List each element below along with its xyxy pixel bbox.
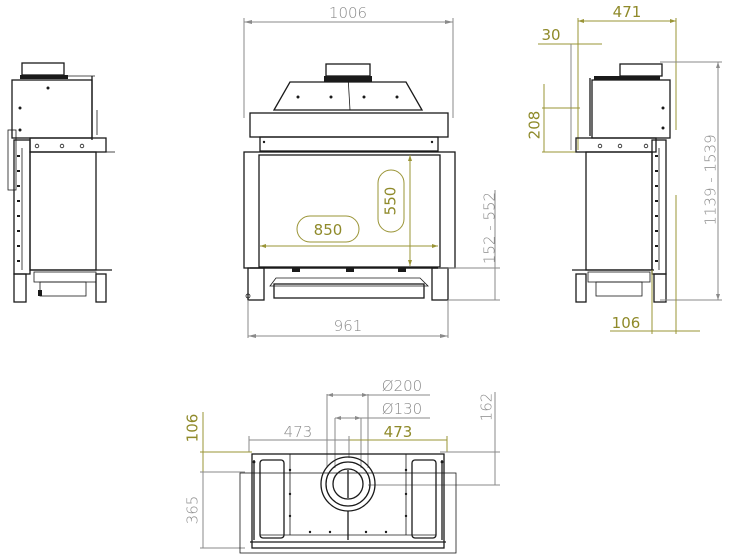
half-width-right-label: 473 bbox=[384, 423, 413, 441]
top-offset-height-label: 208 bbox=[526, 111, 544, 140]
flue-inner-diameter-label: Ø130 bbox=[382, 400, 422, 418]
offset-top-label: 30 bbox=[541, 26, 560, 44]
overall-width-label: 1006 bbox=[329, 4, 367, 22]
flue-outer-diameter-label: Ø200 bbox=[382, 377, 422, 395]
half-width-left-label: 473 bbox=[284, 423, 313, 441]
left-side-view bbox=[7, 62, 115, 303]
opening-width-label: 850 bbox=[314, 221, 343, 239]
front-view: 1006 850 550 bbox=[243, 4, 500, 338]
opening-height-label: 550 bbox=[382, 187, 400, 216]
base-height-range-label: 152 - 552 bbox=[481, 192, 499, 264]
bottom-offset-label: 106 bbox=[612, 314, 641, 332]
total-height-range-label: 1139 - 1539 bbox=[702, 134, 720, 225]
flue-depth-label: 162 bbox=[478, 393, 496, 422]
front-offset-label: 106 bbox=[184, 414, 202, 443]
right-side-view: 471 30 208 bbox=[526, 3, 722, 334]
depth-label: 471 bbox=[613, 3, 642, 21]
base-width-label: 961 bbox=[334, 317, 363, 335]
top-view: Ø200 Ø130 473 473 162 106 365 bbox=[184, 377, 500, 554]
body-depth-label: 365 bbox=[184, 496, 202, 525]
